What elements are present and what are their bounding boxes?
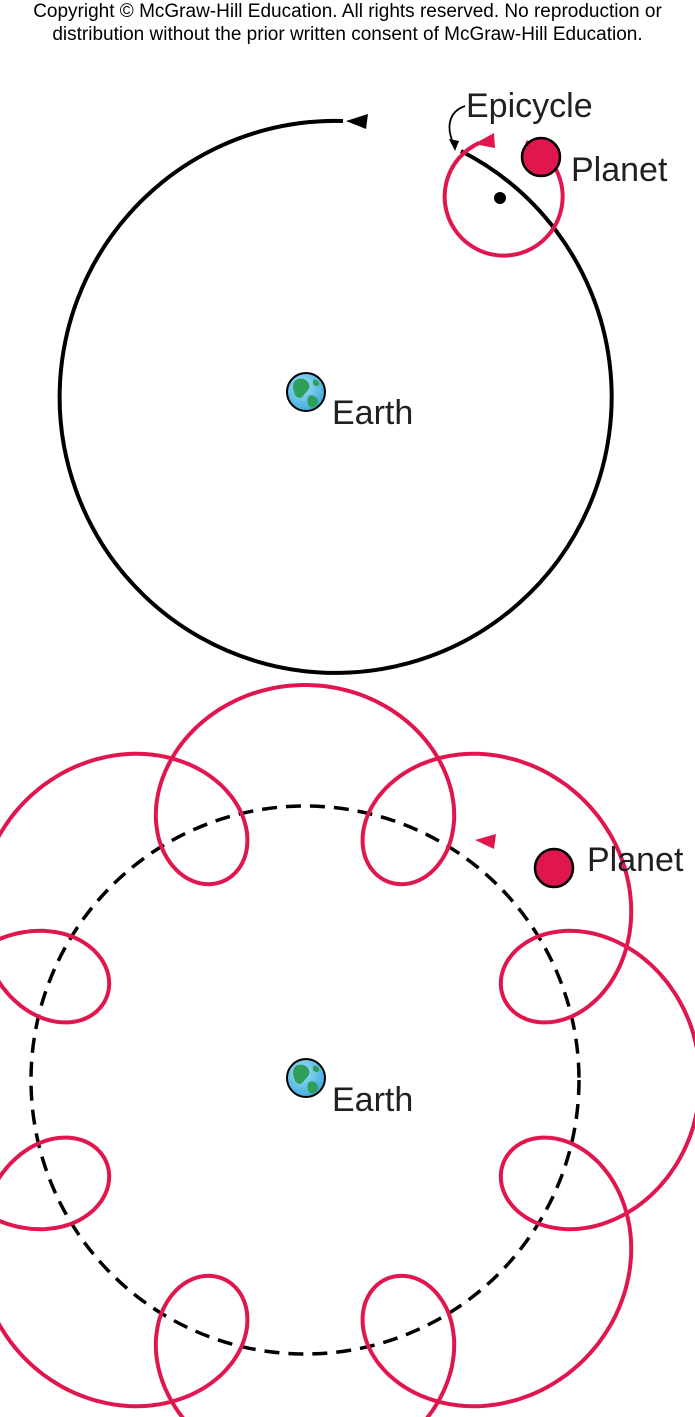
epicycle-center-dot	[494, 192, 506, 204]
planet-label-bottom: Planet	[587, 841, 684, 879]
epicycle-arrowhead	[474, 133, 495, 148]
earth-icon-bottom	[286, 1058, 326, 1098]
planet-top	[520, 136, 562, 178]
dashed-deferent-circle	[29, 804, 581, 1356]
earth-label-bottom: Earth	[332, 1081, 413, 1119]
epicycle-pointer-arrowhead	[449, 139, 459, 151]
epicycle-label: Epicycle	[466, 87, 593, 125]
bottom-diagram: Planet Earth	[0, 683, 695, 1417]
top-diagram: Epicycle Planet Earth	[57, 87, 668, 675]
copyright-line-2: distribution without the prior written c…	[52, 24, 643, 45]
planet-looped-path	[0, 683, 695, 1417]
deferent-arrowhead	[346, 114, 368, 129]
earth-icon	[286, 372, 326, 412]
epicycle-circle	[442, 140, 565, 258]
earth-label-top: Earth	[332, 394, 413, 432]
epicycle-pointer	[448, 105, 466, 146]
copyright-notice: Copyright © McGraw-Hill Education. All r…	[0, 0, 695, 46]
deferent-circle	[57, 118, 614, 675]
planet-bottom	[533, 847, 575, 889]
planet-label-top: Planet	[571, 151, 668, 189]
copyright-line-1: Copyright © McGraw-Hill Education. All r…	[33, 1, 662, 22]
looped-path-arrowhead	[475, 834, 496, 849]
